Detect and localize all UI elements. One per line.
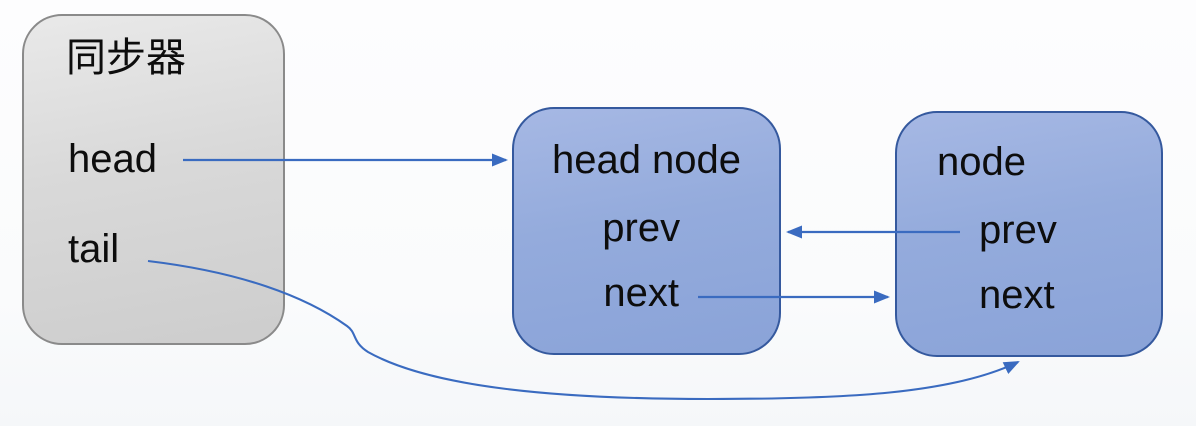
synchronizer-title: 同步器	[66, 36, 186, 80]
synchronizer-box: 同步器 head tail	[22, 14, 285, 345]
head-node-next-label: next	[603, 271, 679, 315]
head-pointer-label: head	[68, 137, 157, 181]
tail-pointer-label: tail	[68, 227, 120, 271]
node-box: node prev next	[895, 111, 1163, 357]
head-node-title: head node	[551, 138, 742, 182]
node-prev-label: prev	[979, 208, 1057, 252]
node-next-label: next	[979, 273, 1055, 317]
head-node-box: head node prev next	[512, 107, 781, 355]
head-node-prev-label: prev	[602, 206, 681, 250]
node-title: node	[937, 140, 1026, 184]
